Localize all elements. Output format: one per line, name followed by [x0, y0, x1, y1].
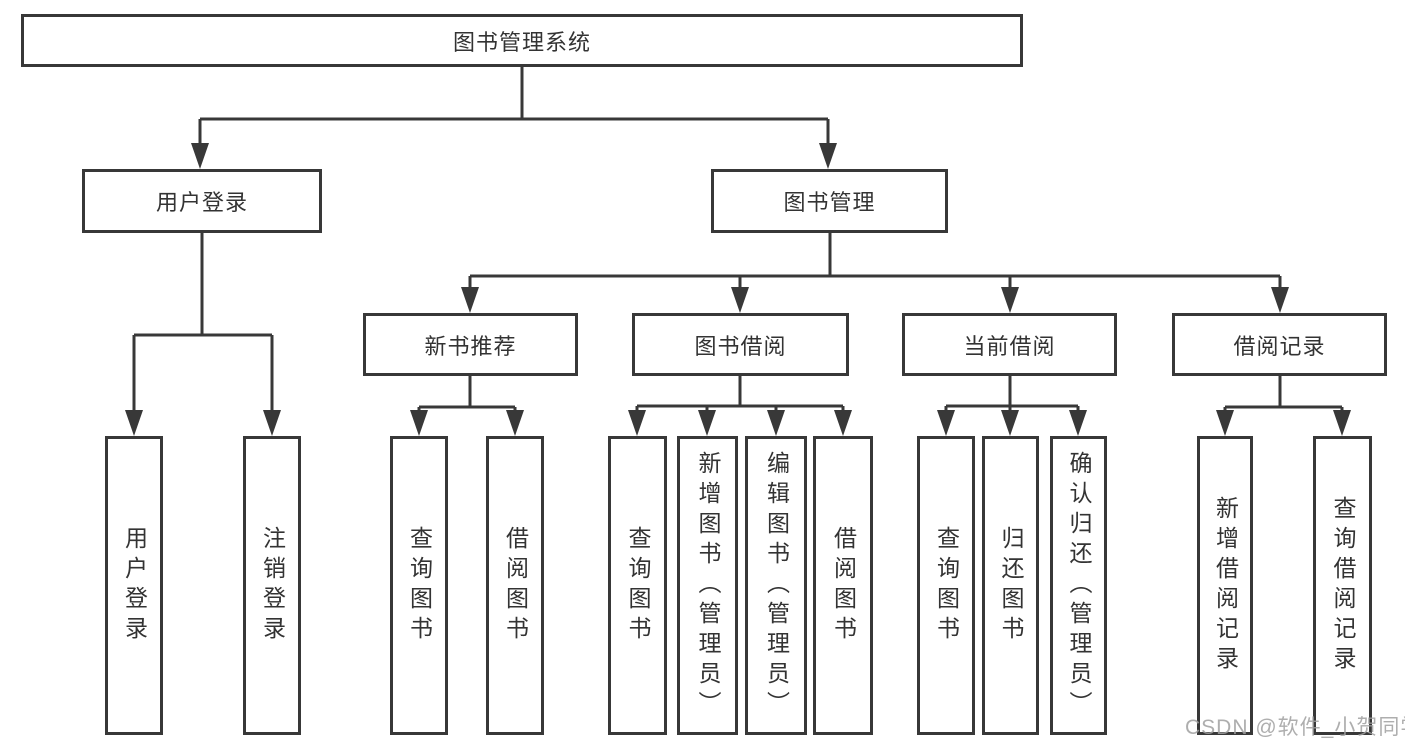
- leaf-user-login: 用户登录: [105, 436, 163, 735]
- connector-new-book: [410, 376, 524, 436]
- leaf-cb-query-books-label: 查询图书: [933, 525, 960, 646]
- connector-current: [937, 376, 1087, 436]
- connector-user-login: [125, 233, 281, 436]
- leaf-bb-borrow-books: 借阅图书: [813, 436, 873, 735]
- node-book-borrowing: 图书借阅: [632, 313, 849, 376]
- leaf-nbr-borrow-books: 借阅图书: [486, 436, 544, 735]
- leaf-bb-edit-books-label: 编辑图书（管理员）: [763, 450, 790, 721]
- connector-root: [191, 67, 837, 169]
- leaf-logout: 注销登录: [243, 436, 301, 735]
- leaf-logout-label: 注销登录: [259, 525, 286, 646]
- connector-records: [1216, 376, 1351, 436]
- leaf-nbr-query-books: 查询图书: [390, 436, 448, 735]
- node-borrow-records: 借阅记录: [1172, 313, 1387, 376]
- connector-book-mgmt: [461, 233, 1289, 313]
- node-user-login: 用户登录: [82, 169, 322, 233]
- leaf-bb-add-books-label: 新增图书（管理员）: [695, 450, 721, 721]
- leaf-br-add-record-label: 新增借阅记录: [1212, 495, 1239, 676]
- leaf-cb-return-books-label: 归还图书: [998, 525, 1024, 646]
- leaf-bb-edit-books: 编辑图书（管理员）: [745, 436, 807, 735]
- node-current-borrowing: 当前借阅: [902, 313, 1117, 376]
- node-new-book-rec: 新书推荐: [363, 313, 578, 376]
- leaf-br-add-record: 新增借阅记录: [1197, 436, 1253, 735]
- leaf-nbr-query-books-label: 查询图书: [406, 525, 433, 646]
- leaf-user-login-label: 用户登录: [121, 525, 148, 646]
- leaf-br-query-record-label: 查询借阅记录: [1330, 495, 1356, 676]
- leaf-bb-borrow-books-label: 借阅图书: [830, 525, 857, 646]
- leaf-cb-confirm-return-label: 确认归还（管理员）: [1066, 450, 1092, 721]
- node-book-mgmt: 图书管理: [711, 169, 948, 233]
- watermark: CSDN @软件_小贺同学: [1185, 716, 1405, 739]
- leaf-bb-add-books: 新增图书（管理员）: [677, 436, 738, 735]
- leaf-bb-query-books: 查询图书: [608, 436, 667, 735]
- leaf-cb-query-books: 查询图书: [917, 436, 975, 735]
- leaf-cb-return-books: 归还图书: [982, 436, 1039, 735]
- connector-borrowing: [628, 376, 852, 436]
- leaf-bb-query-books-label: 查询图书: [625, 525, 651, 646]
- leaf-cb-confirm-return: 确认归还（管理员）: [1050, 436, 1107, 735]
- leaf-br-query-record: 查询借阅记录: [1313, 436, 1372, 735]
- leaf-nbr-borrow-books-label: 借阅图书: [502, 525, 529, 646]
- node-root: 图书管理系统: [21, 14, 1023, 67]
